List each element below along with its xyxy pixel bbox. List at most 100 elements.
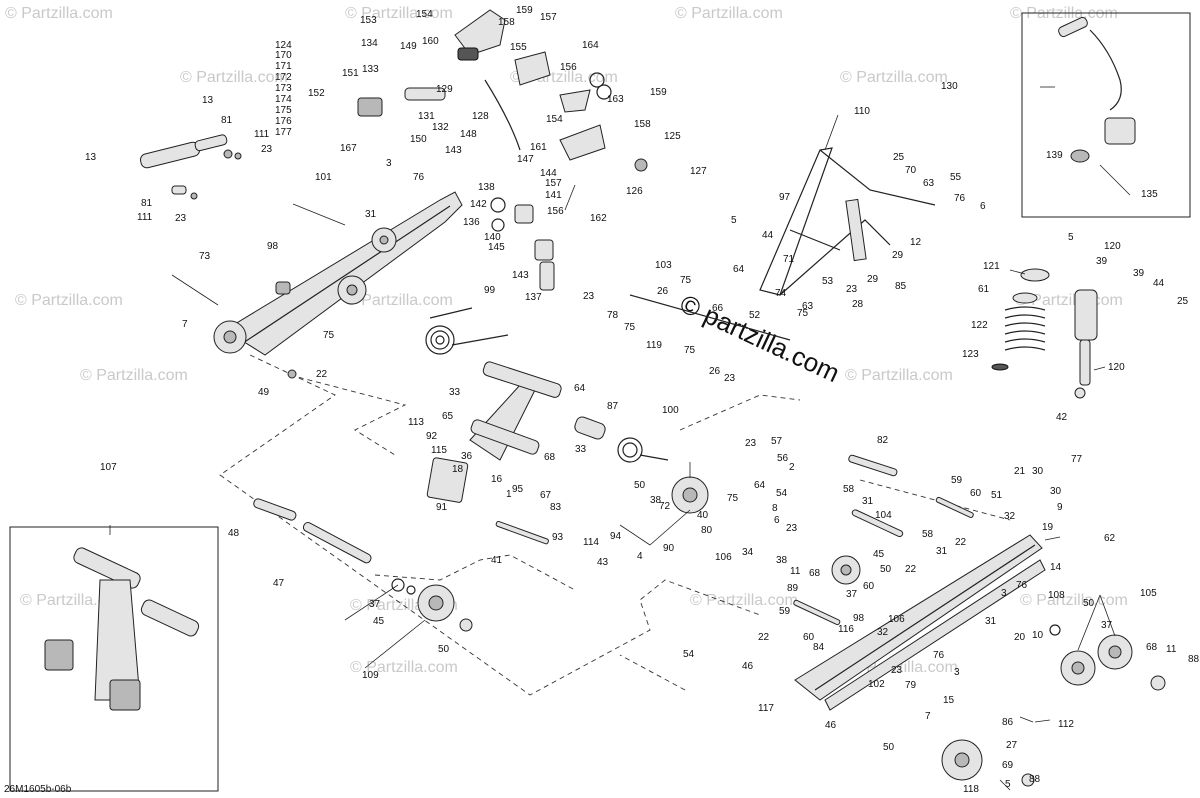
callout-23: 23: [175, 213, 187, 224]
callout-122: 122: [971, 320, 988, 331]
callout-31: 31: [985, 616, 997, 627]
callout-13: 13: [85, 152, 97, 163]
callout-160: 160: [422, 36, 439, 47]
watermark: © Partzilla.com: [15, 292, 123, 309]
callout-108: 108: [1048, 590, 1065, 601]
callout-27: 27: [1006, 740, 1018, 751]
upper-mount-assembly: [357, 9, 648, 291]
callout-25: 25: [893, 152, 905, 163]
callout-57: 57: [771, 436, 783, 447]
callout-159: 159: [650, 87, 667, 98]
inset-107-pivot-assembly: [44, 547, 200, 711]
center-watermark: © partzilla.com: [675, 288, 844, 388]
callout-81: 81: [141, 198, 153, 209]
callout-6: 6: [980, 201, 986, 212]
callout-76: 76: [933, 650, 945, 661]
callout-126: 126: [626, 186, 643, 197]
callout-140: 140: [484, 232, 501, 243]
callout-46: 46: [825, 720, 837, 731]
callout-116: 116: [838, 624, 854, 635]
callout-19: 19: [1042, 522, 1054, 533]
callout-73: 73: [199, 251, 211, 262]
callout-136: 136: [463, 217, 480, 228]
callout-127: 127: [690, 166, 707, 177]
callout-109: 109: [362, 670, 379, 681]
callout-90: 90: [663, 543, 675, 554]
callout-30: 30: [1050, 486, 1062, 497]
callout-77: 77: [1071, 454, 1083, 465]
callout-158: 158: [498, 17, 515, 28]
callout-95: 95: [512, 484, 524, 495]
callout-86: 86: [1002, 717, 1014, 728]
callout-155: 155: [510, 42, 527, 53]
callout-131: 131: [418, 111, 435, 122]
callout-39: 39: [1133, 268, 1145, 279]
callout-120: 120: [1108, 362, 1125, 373]
callout-174: 174: [275, 94, 292, 105]
callout-88: 88: [1029, 774, 1041, 785]
callout-23: 23: [745, 438, 757, 449]
callout-142: 142: [470, 199, 487, 210]
callout-34: 34: [742, 547, 754, 558]
callout-111: 111: [254, 129, 270, 140]
callout-11: 11: [1166, 644, 1177, 655]
callout-176: 176: [275, 116, 292, 127]
callout-145: 145: [488, 242, 505, 253]
callout-59: 59: [779, 606, 791, 617]
callout-50: 50: [438, 644, 450, 655]
callout-58: 58: [922, 529, 934, 540]
callout-5: 5: [1068, 232, 1074, 243]
callout-148: 148: [460, 129, 477, 140]
callout-22: 22: [758, 632, 770, 643]
callout-163: 163: [607, 94, 624, 105]
callout-114: 114: [583, 537, 599, 548]
callout-117: 117: [758, 703, 774, 714]
callout-105: 105: [1140, 588, 1157, 599]
watermark: © Partzilla.com: [180, 69, 288, 86]
watermark: © Partzilla.com: [675, 5, 783, 22]
callout-104: 104: [875, 510, 892, 521]
callout-118: 118: [963, 784, 979, 795]
callout-143: 143: [445, 145, 462, 156]
callout-15: 15: [943, 695, 955, 706]
callout-66: 66: [712, 303, 724, 314]
callout-135: 135: [1141, 189, 1158, 200]
callout-71: 71: [783, 254, 795, 265]
callout-32: 32: [877, 627, 889, 638]
callout-41: 41: [491, 555, 503, 566]
callout-177: 177: [275, 127, 292, 138]
callout-100: 100: [662, 405, 679, 416]
callout-119: 119: [646, 340, 662, 351]
callout-60: 60: [803, 632, 815, 643]
callout-50: 50: [634, 480, 646, 491]
assembly-dashed-lines: [219, 354, 1011, 696]
watermark: © Partzilla.com: [690, 592, 798, 609]
parts: [44, 9, 1166, 787]
callout-37: 37: [369, 599, 381, 610]
callout-115: 115: [431, 445, 447, 456]
callout-70: 70: [905, 165, 917, 176]
callout-157: 157: [545, 178, 562, 189]
middle-wheels: [391, 476, 861, 632]
front-rail-left: [171, 191, 463, 379]
callout-67: 67: [540, 490, 552, 501]
callout-18: 18: [452, 464, 464, 475]
callout-98: 98: [853, 613, 865, 624]
callout-45: 45: [373, 616, 385, 627]
rear-rail-right: [794, 534, 1166, 787]
callout-5: 5: [731, 215, 737, 226]
callout-84: 84: [813, 642, 825, 653]
callout-137: 137: [525, 292, 542, 303]
callout-139: 139: [1046, 150, 1063, 161]
callout-31: 31: [365, 209, 377, 220]
callout-173: 173: [275, 83, 292, 94]
callout-156: 156: [547, 206, 564, 217]
callout-48: 48: [228, 528, 240, 539]
watermark: © Partzilla.com: [845, 367, 953, 384]
callout-153: 153: [360, 15, 377, 26]
callout-50: 50: [883, 742, 895, 753]
callout-26: 26: [709, 366, 721, 377]
callout-92: 92: [426, 431, 438, 442]
callout-55: 55: [950, 172, 962, 183]
